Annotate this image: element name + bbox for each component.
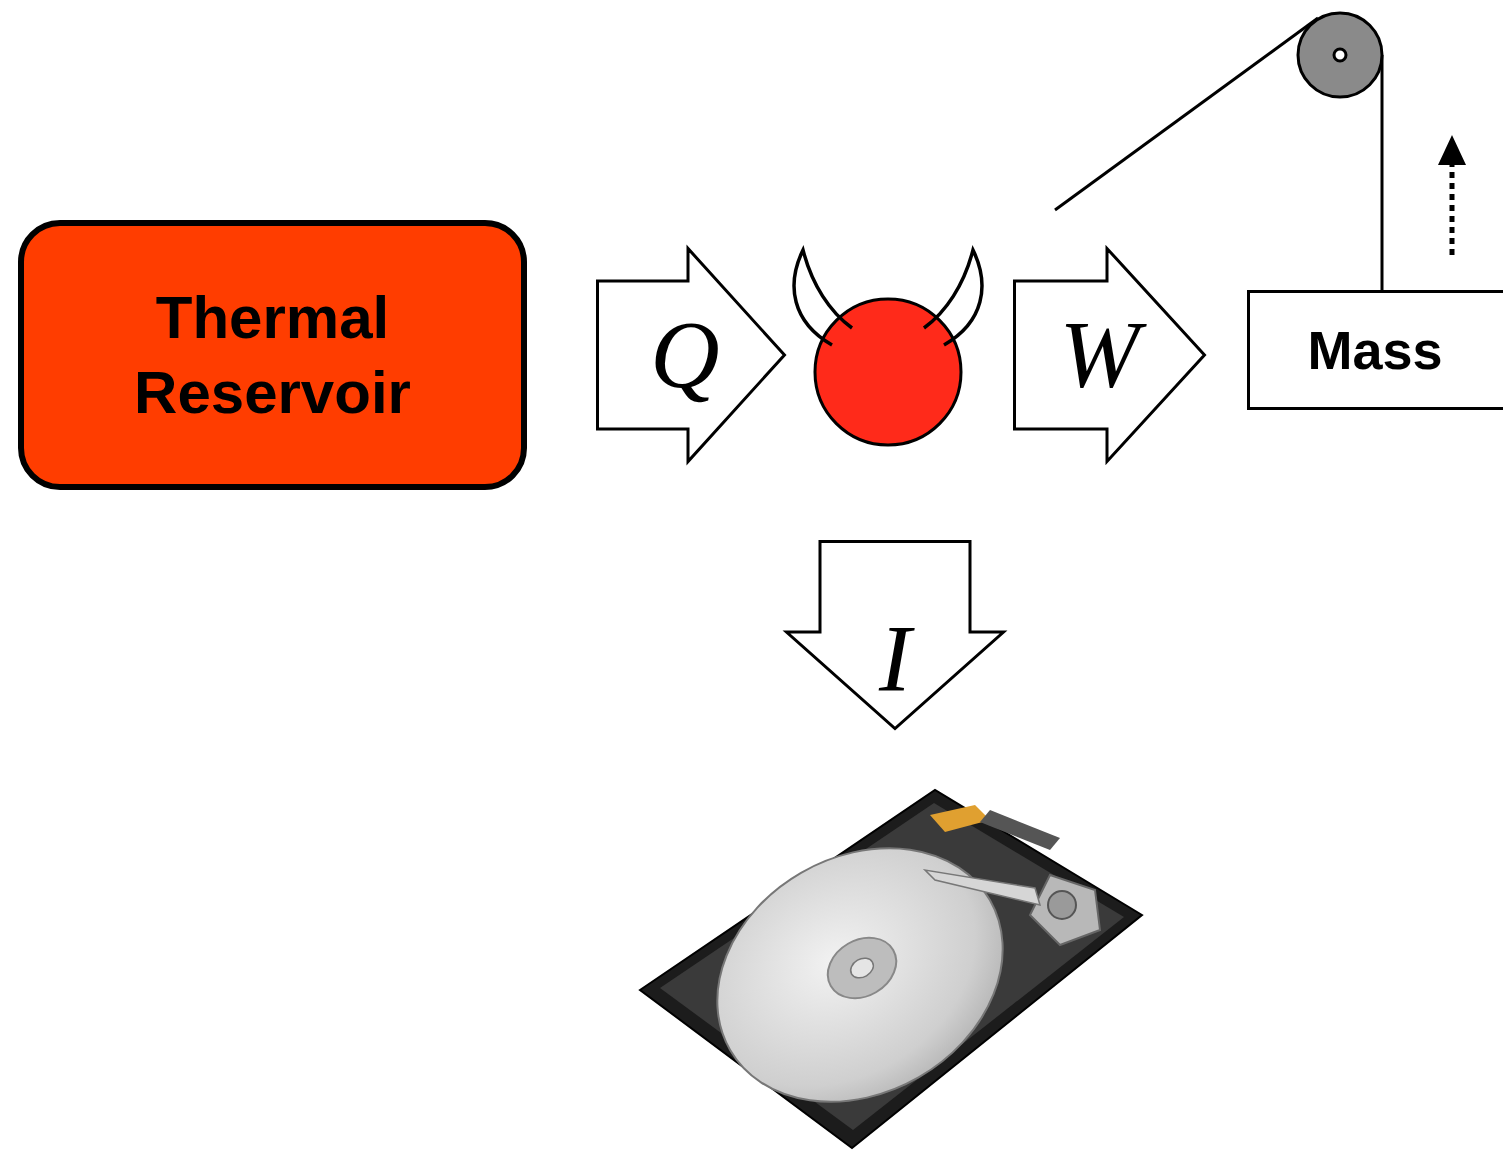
rope — [1381, 55, 1384, 290]
block-arrow-shape — [1015, 249, 1205, 462]
mass-box: Mass — [1247, 290, 1503, 410]
hard-drive — [640, 790, 1142, 1152]
lift-arrowhead — [1438, 135, 1466, 165]
symbol-label: I — [879, 611, 911, 707]
symbol-label: W — [1060, 307, 1140, 403]
demon-horn — [924, 250, 982, 345]
reservoir-box: Thermal Reservoir — [18, 220, 527, 490]
pulley — [1298, 13, 1382, 97]
symbol-label: Q — [650, 307, 719, 403]
lift-arrow — [1450, 165, 1455, 255]
box-label: Thermal Reservoir — [83, 280, 463, 430]
rope — [1055, 18, 1318, 210]
heat-arrow: Q — [596, 247, 786, 463]
block-arrow-shape — [787, 542, 1004, 729]
block-arrow-shape — [598, 249, 785, 462]
pulley-axle — [1334, 49, 1346, 61]
demon-horn — [794, 250, 852, 345]
demon-body — [815, 299, 961, 445]
work-arrow: W — [1013, 247, 1206, 463]
information-arrow: I — [785, 540, 1005, 730]
box-label: Mass — [1307, 318, 1442, 383]
